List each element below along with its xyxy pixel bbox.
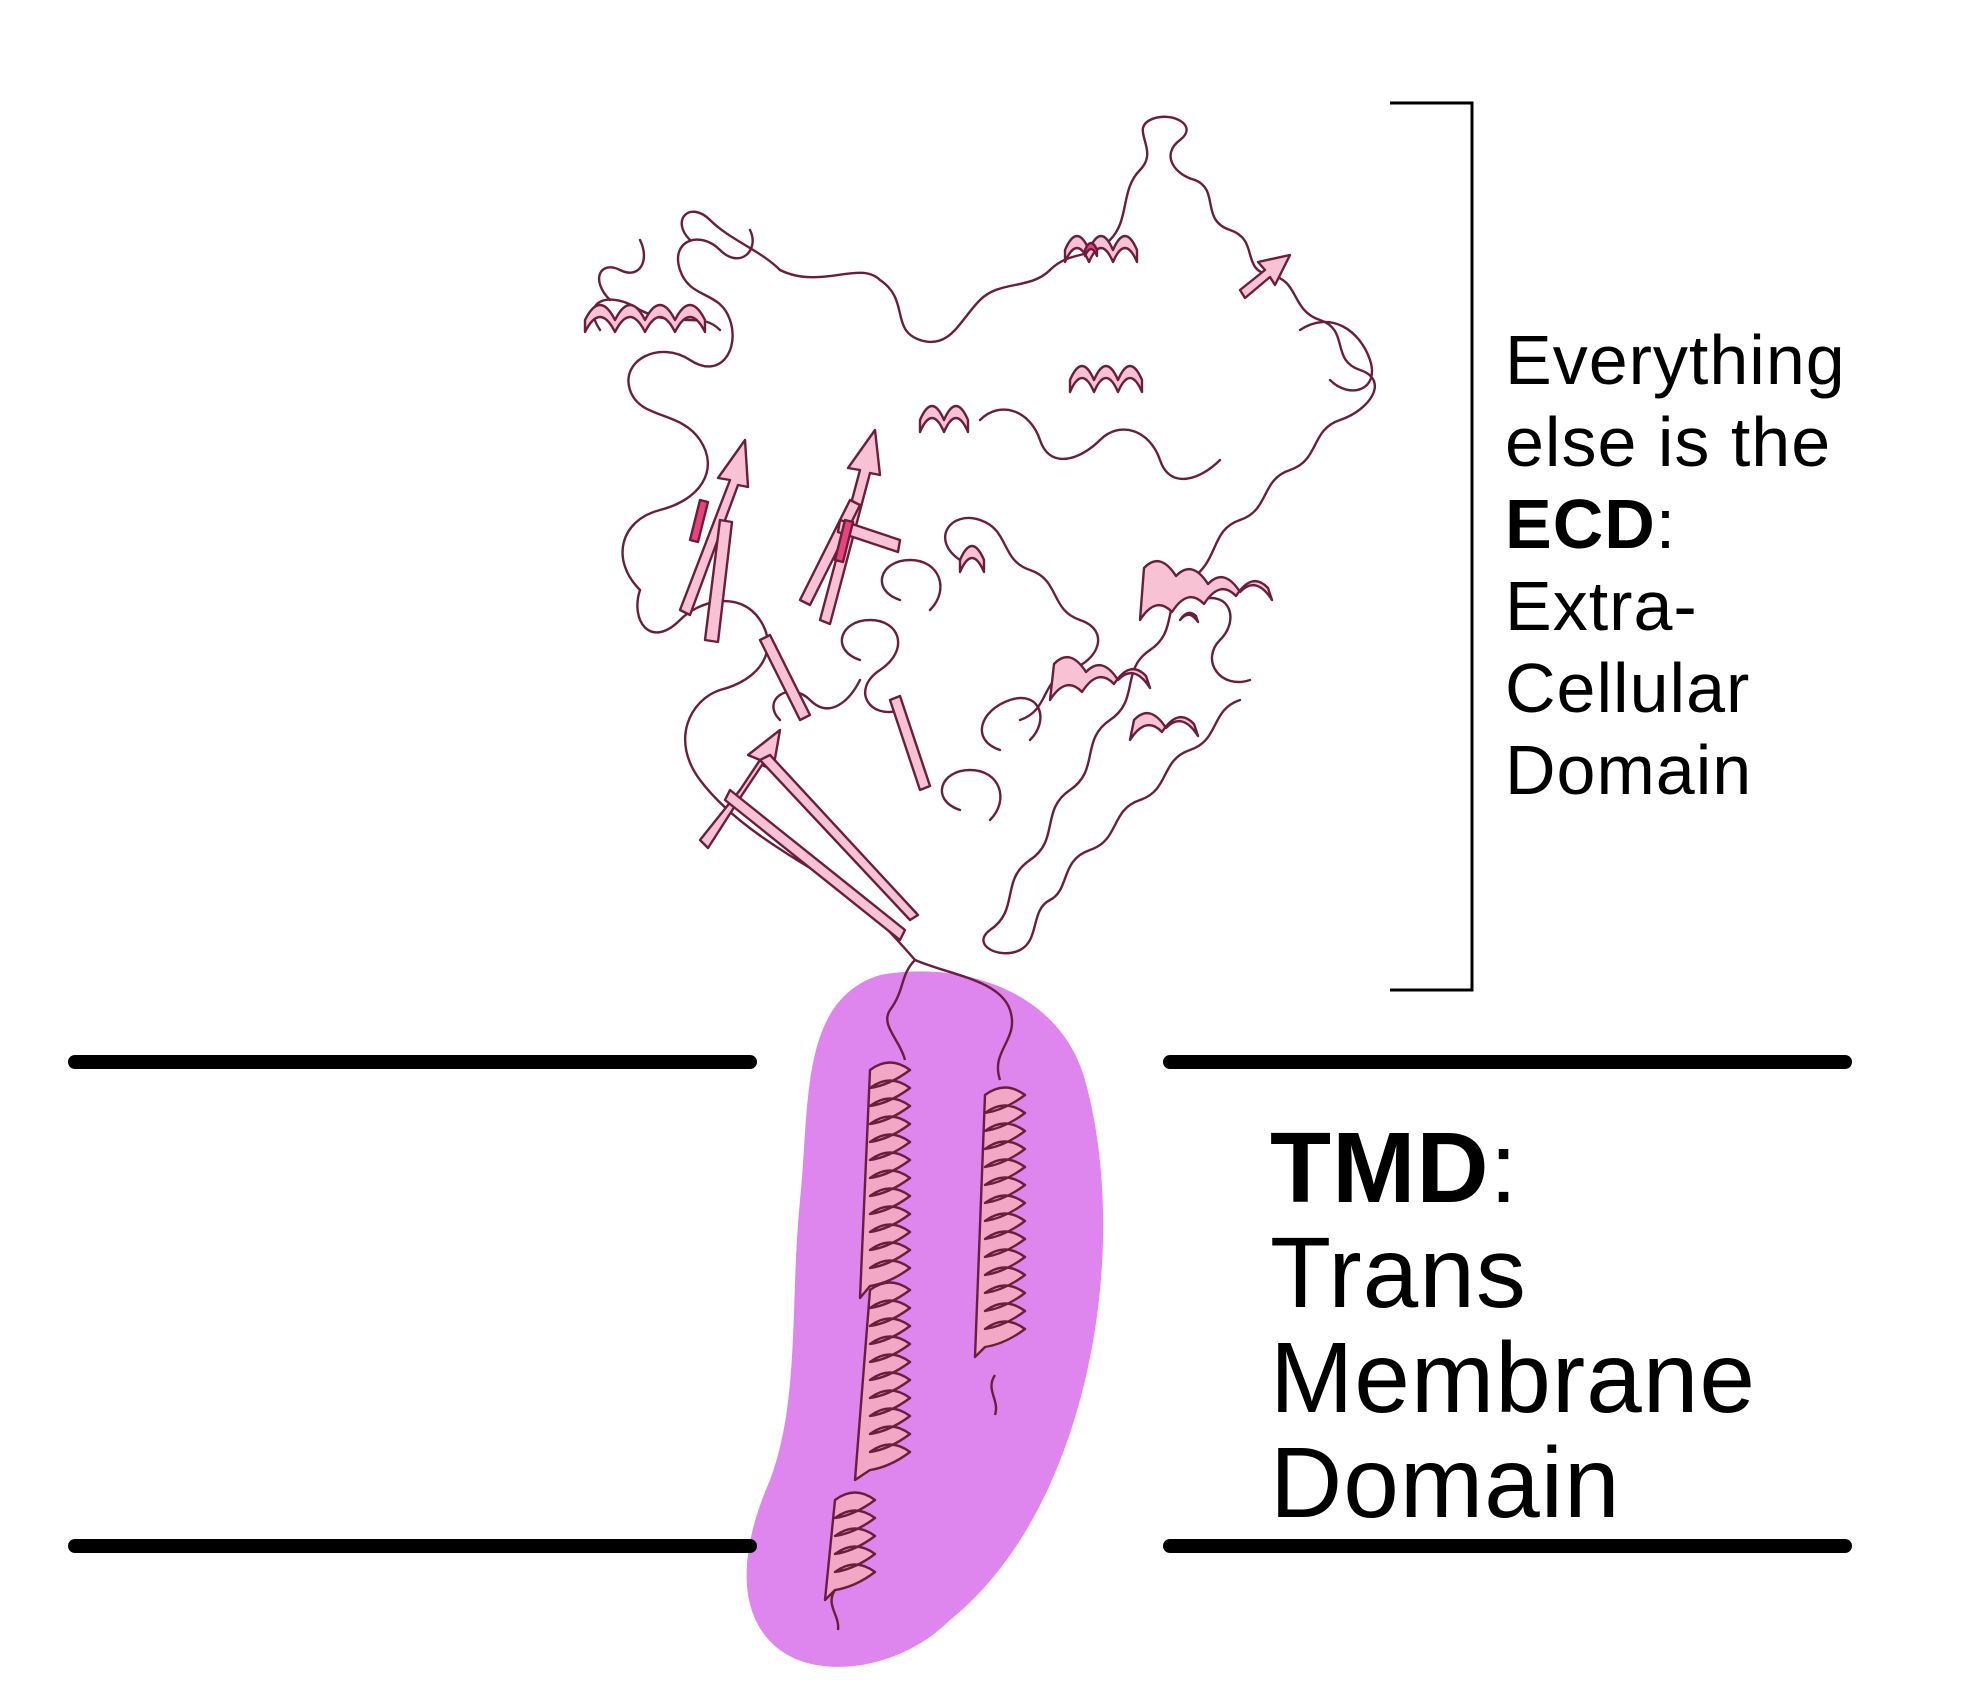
tmd-label-line1: TMD: (1270, 1118, 1756, 1223)
tmd-acronym: TMD (1270, 1112, 1490, 1224)
ecd-label: Everything else is the ECD: Extra- Cellu… (1505, 325, 1846, 817)
tmd-label: TMD: Trans Membrane Domain (1270, 1118, 1756, 1538)
ecd-colon: : (1655, 485, 1677, 563)
tmd-label-line4: Domain (1270, 1427, 1621, 1539)
tmd-helices (823, 958, 1027, 1631)
ecd-acronym: ECD (1505, 485, 1656, 563)
ecd-label-line5: Cellular (1505, 649, 1751, 727)
tmd-colon: : (1489, 1112, 1519, 1224)
ecd-label-line2: else is the (1505, 403, 1832, 481)
ecd-label-line4: Extra- (1505, 567, 1698, 645)
tmd-label-line2: Trans (1270, 1217, 1527, 1329)
tmd-label-line3: Membrane (1270, 1322, 1756, 1434)
ecd-label-line3: ECD: (1505, 489, 1846, 571)
ecd-label-line6: Domain (1505, 731, 1753, 809)
ecd-label-line1: Everything (1505, 321, 1846, 399)
ecd-protein-structure (583, 115, 1376, 962)
membrane-lines (68, 1055, 1852, 1553)
tmd-highlight-region (746, 971, 1104, 1667)
ecd-bracket (1390, 101, 1474, 992)
